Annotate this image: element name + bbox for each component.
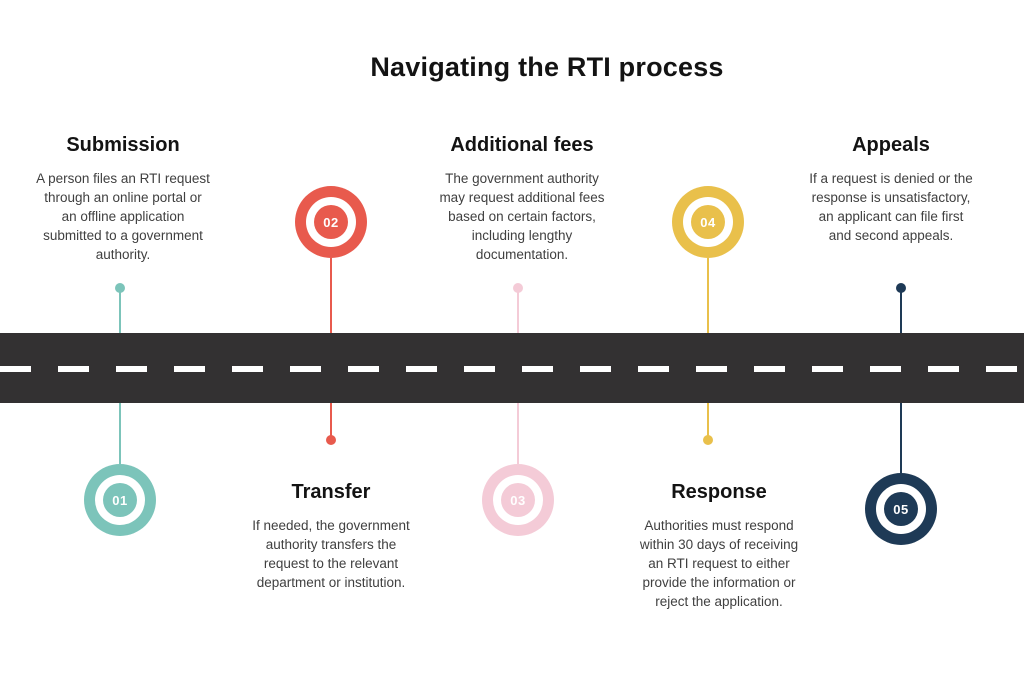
marker-core: 04	[691, 205, 725, 239]
marker-ring: 02	[306, 197, 356, 247]
marker-ring: 05	[876, 484, 926, 534]
step-title: Transfer	[291, 481, 371, 503]
stem-dot	[115, 283, 125, 293]
step-number: 05	[893, 501, 909, 517]
step-number: 03	[510, 492, 526, 508]
step-description: The government authority may request add…	[439, 171, 605, 262]
step-marker-05: 05	[865, 473, 937, 545]
step-marker-02: 02	[295, 186, 367, 258]
step-marker-04: 04	[672, 186, 744, 258]
step-number: 02	[323, 214, 339, 230]
marker-core: 03	[501, 483, 535, 517]
marker-core: 02	[314, 205, 348, 239]
step-title: Appeals	[852, 134, 930, 156]
step-text-block: Transfer If needed, the government autho…	[216, 481, 446, 592]
stem-dot	[703, 435, 713, 445]
marker-core: 05	[884, 492, 918, 526]
road-center-dashes	[0, 366, 1024, 372]
stem-dot	[326, 435, 336, 445]
step-text-block: Response Authorities must respond within…	[604, 481, 834, 611]
step-title: Submission	[66, 134, 180, 156]
step-description: If a request is denied or the response i…	[809, 171, 973, 243]
step-text-block: Appeals If a request is denied or the re…	[776, 134, 1006, 245]
step-text-block: Submission A person files an RTI request…	[8, 134, 238, 264]
step-description: A person files an RTI request through an…	[36, 171, 210, 262]
stem-dot	[896, 283, 906, 293]
stem-dot	[513, 283, 523, 293]
step-text-block: Additional fees The government authority…	[407, 134, 637, 264]
road-graphic	[0, 333, 1024, 403]
step-number: 01	[112, 492, 128, 508]
step-title: Response	[671, 481, 767, 503]
step-number: 04	[700, 214, 716, 230]
step-marker-03: 03	[482, 464, 554, 536]
page-title: Navigating the RTI process	[370, 52, 724, 82]
step-marker-01: 01	[84, 464, 156, 536]
step-description: Authorities must respond within 30 days …	[639, 518, 799, 609]
marker-ring: 04	[683, 197, 733, 247]
marker-core: 01	[103, 483, 137, 517]
marker-ring: 01	[95, 475, 145, 525]
step-description: If needed, the government authority tran…	[252, 518, 410, 590]
step-title: Additional fees	[450, 134, 594, 156]
marker-ring: 03	[493, 475, 543, 525]
